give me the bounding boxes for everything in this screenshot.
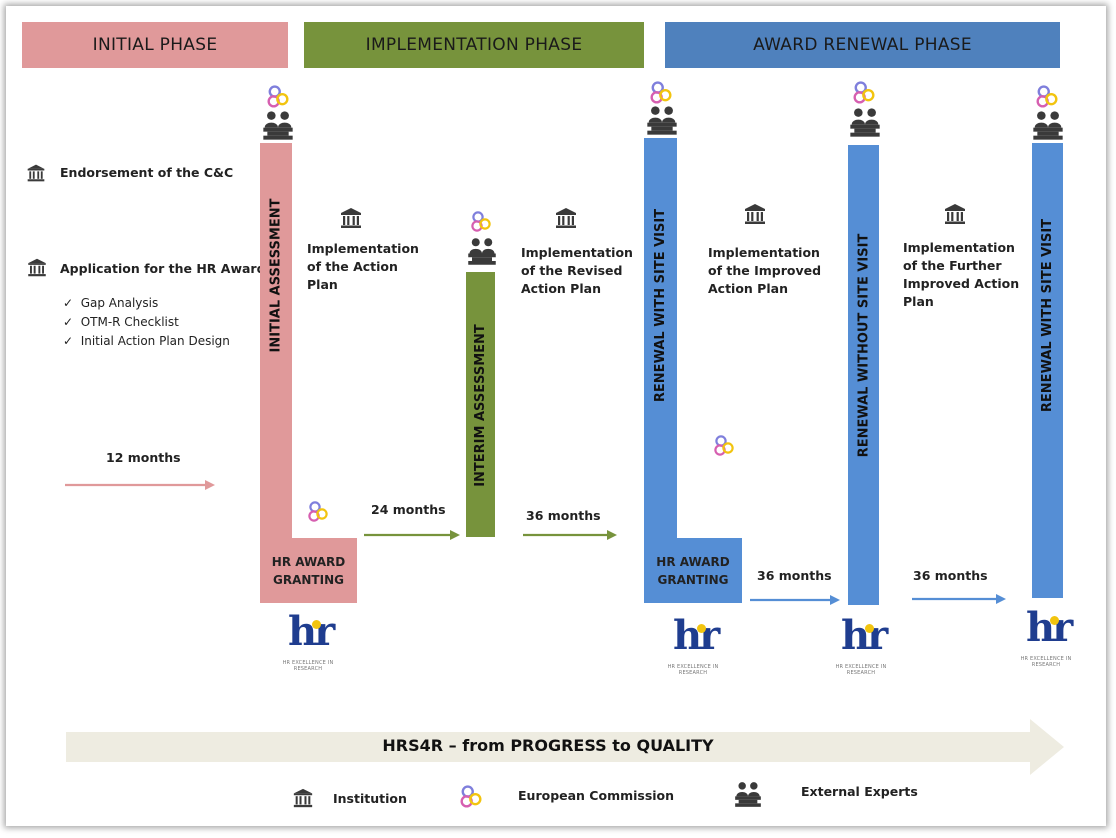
external-experts-icon bbox=[645, 104, 679, 136]
application-checklist: ✓ Gap Analysis ✓ OTM-R Checklist ✓ Initi… bbox=[63, 294, 230, 351]
initial-assessment-label: INITIAL ASSESSMENT bbox=[268, 198, 284, 352]
renewal-site-visit-bar bbox=[644, 138, 677, 603]
legend-experts-label: External Experts bbox=[801, 784, 918, 799]
european-commission-icon bbox=[851, 80, 877, 106]
renewal-site-visit-label: RENEWAL WITH SITE VISIT bbox=[653, 208, 669, 402]
renewal-without-site-visit-bar bbox=[848, 145, 879, 605]
checklist-item: ✓ Initial Action Plan Design bbox=[63, 334, 230, 348]
progress-banner-text: HRS4R – from PROGRESS to QUALITY bbox=[382, 736, 714, 755]
hr-logo-text: hr bbox=[673, 612, 720, 659]
endorsement-text: Endorsement of the C&C bbox=[60, 165, 234, 180]
european-commission-icon bbox=[265, 84, 291, 110]
external-experts-icon bbox=[466, 236, 498, 266]
duration-label: 36 months bbox=[757, 568, 832, 583]
phase-implementation: IMPLEMENTATION PHASE bbox=[304, 22, 644, 68]
application-text: Application for the HR Award: bbox=[60, 261, 271, 276]
hr-logo-text: hr bbox=[1026, 604, 1073, 651]
phase-implementation-label: IMPLEMENTATION PHASE bbox=[365, 35, 583, 55]
hr-logo-text: hr bbox=[288, 608, 335, 655]
hr-award-granting-box bbox=[260, 538, 357, 603]
hr-logo-dot bbox=[1050, 616, 1059, 625]
duration-label: 36 months bbox=[913, 568, 988, 583]
hr-excellence-logo: hr HR EXCELLENCE IN RESEARCH bbox=[653, 612, 733, 676]
hr-logo-dot bbox=[865, 624, 874, 633]
hr-excellence-logo: hr HR EXCELLENCE IN RESEARCH bbox=[268, 608, 348, 672]
institution-icon bbox=[742, 202, 768, 226]
european-commission-icon bbox=[458, 784, 484, 810]
european-commission-icon bbox=[469, 210, 493, 234]
checklist-item: ✓ Gap Analysis bbox=[63, 296, 159, 310]
external-experts-icon bbox=[1031, 109, 1065, 141]
duration-label: 36 months bbox=[526, 508, 601, 523]
diagram-frame bbox=[6, 6, 1106, 826]
external-experts-icon bbox=[733, 780, 763, 808]
phase-initial-label: INITIAL PHASE bbox=[92, 35, 218, 55]
arrow-right-icon bbox=[65, 480, 215, 490]
hr-logo-dot bbox=[697, 624, 706, 633]
european-commission-icon bbox=[306, 500, 330, 524]
checklist-item: ✓ OTM-R Checklist bbox=[63, 315, 179, 329]
renewal-site-visit-label: RENEWAL WITH SITE VISIT bbox=[1040, 218, 1056, 412]
renewal-without-site-visit-label: RENEWAL WITHOUT SITE VISIT bbox=[856, 233, 872, 457]
arrow-right-icon bbox=[750, 595, 840, 605]
institution-icon bbox=[553, 206, 579, 230]
phase-initial: INITIAL PHASE bbox=[22, 22, 288, 68]
arrow-right-icon bbox=[364, 530, 460, 540]
external-experts-icon bbox=[848, 106, 882, 138]
hr-logo-subtitle: HR EXCELLENCE IN RESEARCH bbox=[667, 664, 719, 676]
hr-logo-subtitle: HR EXCELLENCE IN RESEARCH bbox=[1020, 656, 1072, 668]
institution-icon bbox=[942, 202, 968, 226]
phase-renewal: AWARD RENEWAL PHASE bbox=[665, 22, 1060, 68]
european-commission-icon bbox=[648, 80, 674, 106]
progress-banner-arrow bbox=[66, 719, 1064, 775]
hr-excellence-logo: hr HR EXCELLENCE IN RESEARCH bbox=[1006, 604, 1086, 668]
institution-icon bbox=[25, 257, 49, 278]
institution-icon bbox=[338, 206, 364, 230]
institution-icon bbox=[25, 163, 47, 183]
interim-assessment-bar bbox=[466, 272, 495, 537]
renewal-site-visit-bar bbox=[1032, 143, 1063, 598]
institution-icon bbox=[290, 787, 316, 809]
european-commission-icon bbox=[712, 434, 736, 458]
duration-label: 24 months bbox=[371, 502, 446, 517]
external-experts-icon bbox=[261, 109, 295, 141]
hr-logo-text: hr bbox=[841, 612, 888, 659]
hr-award-granting-box bbox=[644, 538, 742, 603]
hr-logo-dot bbox=[312, 620, 321, 629]
arrow-right-icon bbox=[523, 530, 617, 540]
european-commission-icon bbox=[1034, 84, 1060, 110]
legend-institution-label: Institution bbox=[333, 791, 407, 806]
interim-assessment-label: INTERIM ASSESSMENT bbox=[473, 323, 489, 487]
duration-label: 12 months bbox=[106, 450, 181, 465]
hr-excellence-logo: hr HR EXCELLENCE IN RESEARCH bbox=[821, 612, 901, 676]
phase-renewal-label: AWARD RENEWAL PHASE bbox=[753, 35, 972, 55]
legend-commission-label: European Commission bbox=[518, 788, 675, 803]
initial-assessment-bar bbox=[260, 143, 292, 603]
hr-logo-subtitle: HR EXCELLENCE IN RESEARCH bbox=[835, 664, 887, 676]
hr-logo-subtitle: HR EXCELLENCE IN RESEARCH bbox=[282, 660, 334, 672]
arrow-right-icon bbox=[912, 594, 1006, 604]
